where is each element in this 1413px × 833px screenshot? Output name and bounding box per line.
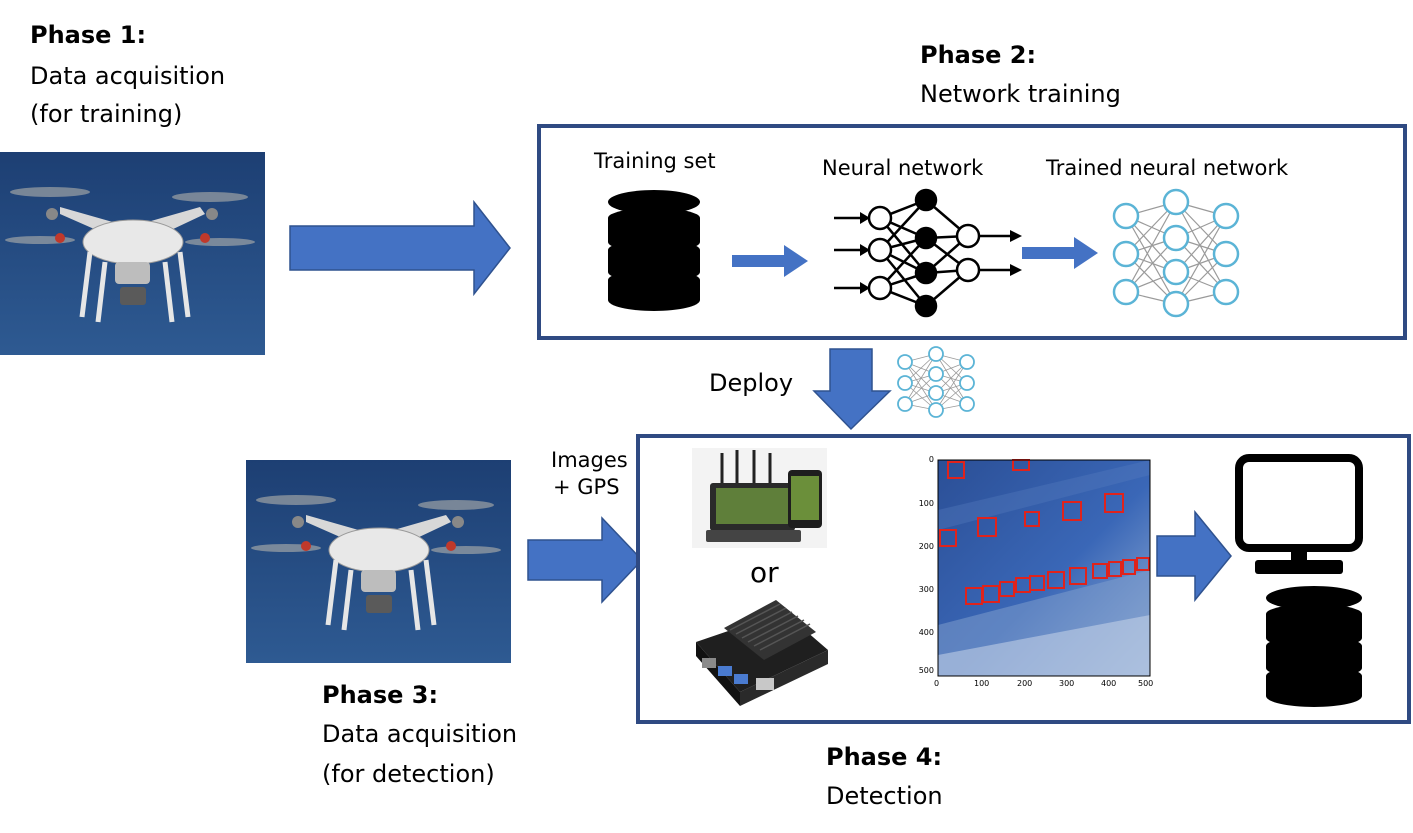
plot-xtick: 400 (1101, 679, 1117, 688)
arrow-to-detection (527, 516, 644, 604)
plot-xtick: 100 (974, 679, 990, 688)
phase2-line1: Network training (920, 80, 1121, 108)
database-icon (608, 190, 700, 311)
drone-photo-training (0, 152, 265, 355)
plot-ytick: 300 (918, 585, 934, 594)
phase1-line1: Data acquisition (30, 62, 226, 90)
phase1-line2: (for training) (30, 100, 183, 128)
training-set-label: Training set (594, 149, 716, 173)
or-label: or (750, 556, 779, 589)
arrow-to-training (289, 200, 511, 296)
gps-label: + GPS (553, 475, 620, 499)
deploy-label: Deploy (709, 369, 794, 397)
neural-network-icon (834, 188, 1022, 318)
plot-ytick: 500 (918, 666, 934, 675)
jetson-board-icon (696, 600, 828, 706)
arrow-db-to-network (732, 245, 808, 277)
plot-xtick: 0 (934, 679, 940, 688)
arrow-network-to-trained (1022, 237, 1098, 269)
plot-ytick: 400 (918, 628, 934, 637)
phase2-title: Phase 2: (920, 41, 1037, 69)
plot-ytick: 100 (918, 499, 934, 508)
neural-network-label: Neural network (822, 156, 984, 180)
output-database-icon (1266, 586, 1362, 707)
plot-ytick: 200 (918, 542, 934, 551)
phase3-line1: Data acquisition (322, 720, 518, 748)
arrow-to-computer (1156, 510, 1232, 602)
trained-network-label: Trained neural network (1046, 156, 1289, 180)
drone-photo-detection (245, 460, 512, 663)
deployed-network-icon (897, 346, 975, 418)
plot-xtick: 200 (1017, 679, 1033, 688)
monitor-icon (1235, 454, 1363, 574)
phase4-title: Phase 4: (826, 743, 943, 771)
phase3-line2: (for detection) (322, 760, 495, 788)
deploy-arrow (812, 348, 892, 431)
phase3-title: Phase 3: (322, 681, 439, 709)
ground-station-icon (692, 448, 827, 548)
detection-plot: 0 100 200 300 400 500 0 100 200 300 400 … (900, 450, 1170, 695)
phase4-line1: Detection (826, 782, 943, 810)
plot-ytick: 0 (928, 455, 934, 464)
plot-xtick: 300 (1059, 679, 1075, 688)
plot-xtick: 500 (1138, 679, 1154, 688)
trained-network-icon (1112, 188, 1240, 318)
phase1-title: Phase 1: (30, 21, 147, 49)
images-label: Images (551, 448, 628, 472)
